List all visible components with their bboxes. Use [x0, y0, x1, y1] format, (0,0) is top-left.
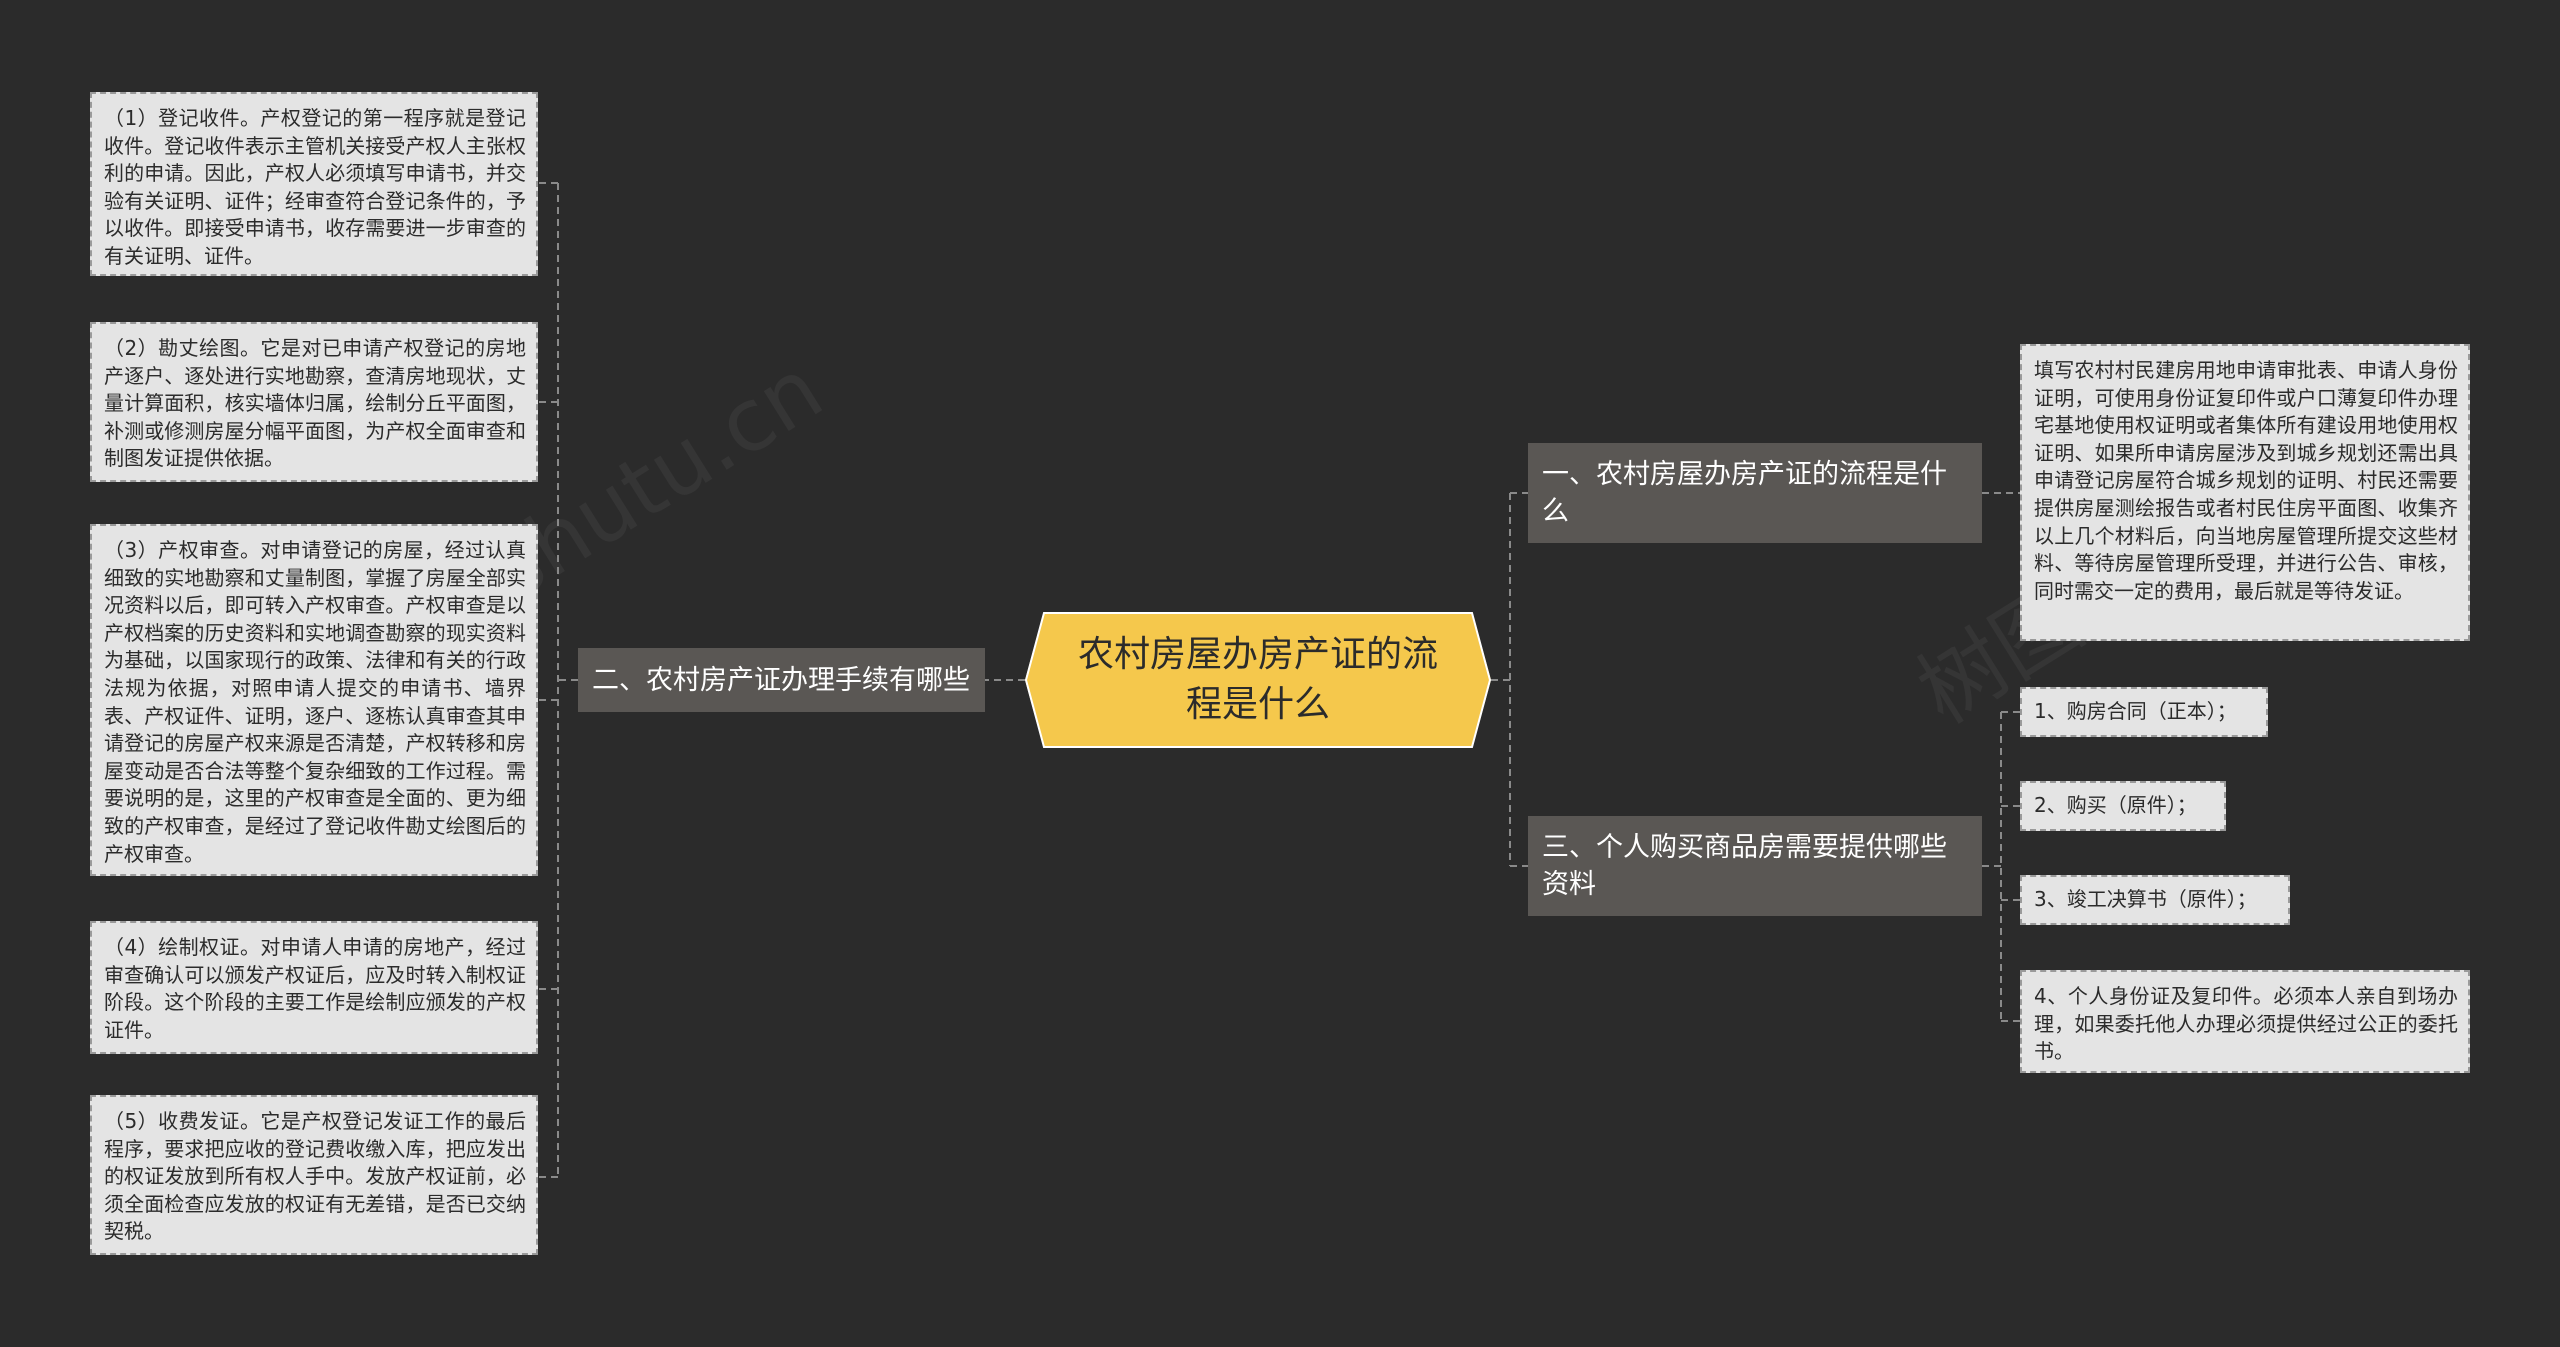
leaf-document-1[interactable]: 1、购房合同（正本）； — [2020, 687, 2268, 737]
branch-documents[interactable]: 三、个人购买商品房需要提供哪些资料 — [1528, 816, 1982, 916]
leaf-procedure-3[interactable]: （3）产权审查。对申请登记的房屋，经过认真细致的实地勘察和丈量制图，掌握了房屋全… — [90, 524, 538, 876]
branch-documents-label: 三、个人购买商品房需要提供哪些资料 — [1542, 832, 1947, 900]
branch-process[interactable]: 一、农村房屋办房产证的流程是什么 — [1528, 443, 1982, 543]
leaf-procedure-4[interactable]: （4）绘制权证。对申请人申请的房地产，经过审查确认可以颁发产权证后，应及时转入制… — [90, 921, 538, 1054]
leaf-procedure-1-text: （1）登记收件。产权登记的第一程序就是登记收件。登记收件表示主管机关接受产权人主… — [104, 106, 526, 268]
leaf-document-3[interactable]: 3、竣工决算书（原件）； — [2020, 875, 2290, 925]
leaf-process-materials-text: 填写农村村民建房用地申请审批表、申请人身份证明，可使用身份证复印件或户口薄复印件… — [2034, 358, 2458, 603]
leaf-document-2-text: 2、购买（原件）； — [2034, 793, 2197, 818]
leaf-procedure-1[interactable]: （1）登记收件。产权登记的第一程序就是登记收件。登记收件表示主管机关接受产权人主… — [90, 92, 538, 276]
leaf-procedure-5-text: （5）收费发证。它是产权登记发证工作的最后程序，要求把应收的登记费收缴入库，把应… — [104, 1109, 526, 1244]
leaf-procedure-5[interactable]: （5）收费发证。它是产权登记发证工作的最后程序，要求把应收的登记费收缴入库，把应… — [90, 1095, 538, 1255]
branch-procedures-label: 二、农村房产证办理手续有哪些 — [592, 664, 970, 696]
leaf-procedure-2-text: （2）勘丈绘图。它是对已申请产权登记的房地产逐户、逐处进行实地勘察，查清房地现状… — [104, 336, 526, 471]
leaf-process-materials[interactable]: 填写农村村民建房用地申请审批表、申请人身份证明，可使用身份证复印件或户口薄复印件… — [2020, 344, 2470, 641]
leaf-document-1-text: 1、购房合同（正本）； — [2034, 699, 2237, 724]
branch-procedures[interactable]: 二、农村房产证办理手续有哪些 — [578, 648, 985, 712]
leaf-procedure-3-text: （3）产权审查。对申请登记的房屋，经过认真细致的实地勘察和丈量制图，掌握了房屋全… — [104, 538, 526, 866]
leaf-document-4-text: 4、个人身份证及复印件。必须本人亲自到场办理，如果委托他人办理必须提供经过公正的… — [2034, 984, 2458, 1064]
leaf-procedure-4-text: （4）绘制权证。对申请人申请的房地产，经过审查确认可以颁发产权证后，应及时转入制… — [104, 935, 526, 1042]
leaf-document-3-text: 3、竣工决算书（原件）； — [2034, 887, 2257, 912]
leaf-document-2[interactable]: 2、购买（原件）； — [2020, 781, 2226, 831]
root-topic-label: 农村房屋办房产证的流程是什么 — [1077, 634, 1438, 725]
leaf-procedure-2[interactable]: （2）勘丈绘图。它是对已申请产权登记的房地产逐户、逐处进行实地勘察，查清房地现状… — [90, 322, 538, 482]
leaf-document-4[interactable]: 4、个人身份证及复印件。必须本人亲自到场办理，如果委托他人办理必须提供经过公正的… — [2020, 970, 2470, 1073]
root-topic-outline — [1025, 612, 1491, 748]
branch-process-label: 一、农村房屋办房产证的流程是什么 — [1542, 459, 1947, 527]
root-topic[interactable]: 农村房屋办房产证的流程是什么 — [1025, 612, 1491, 748]
